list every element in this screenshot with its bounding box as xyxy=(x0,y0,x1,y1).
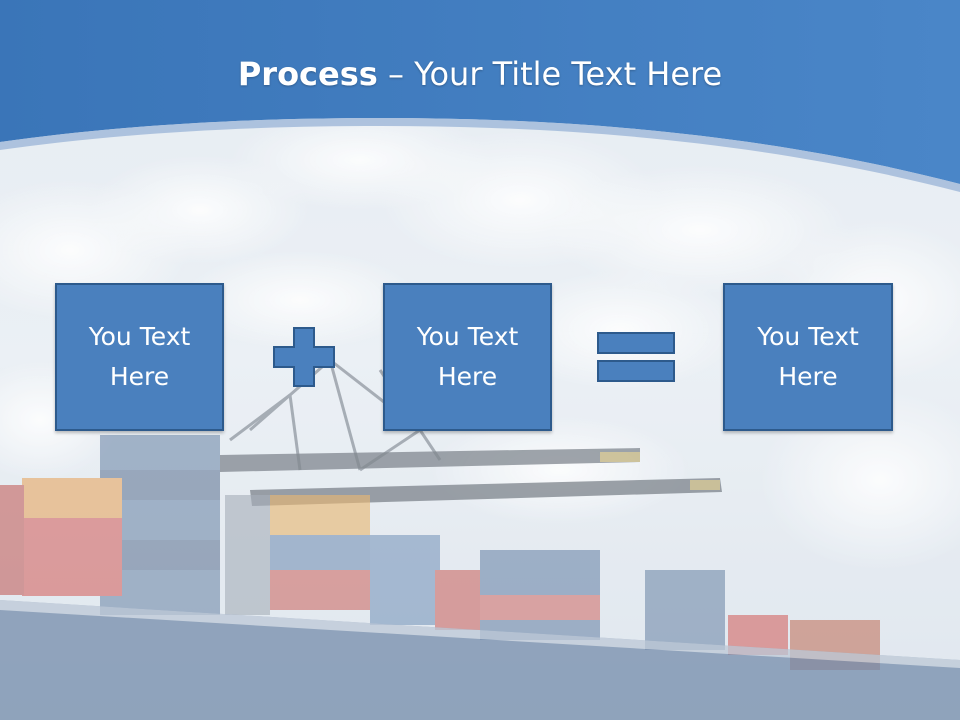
slide-title: Process – Your Title Text Here xyxy=(0,52,960,96)
process-box-2[interactable]: You Text Here xyxy=(383,283,552,431)
plus-icon xyxy=(273,327,335,387)
title-bold: Process xyxy=(237,55,378,93)
header-band xyxy=(0,0,960,184)
equals-icon xyxy=(597,332,675,382)
process-box-1[interactable]: You Text Here xyxy=(55,283,224,431)
process-box-2-label: You Text Here xyxy=(416,322,519,391)
ship-hull xyxy=(0,600,960,720)
title-rest: – Your Title Text Here xyxy=(377,55,723,93)
containers xyxy=(0,435,880,670)
process-box-1-label: You Text Here xyxy=(88,322,191,391)
process-box-3-label: You Text Here xyxy=(757,322,859,391)
process-box-3[interactable]: You Text Here xyxy=(723,283,893,431)
